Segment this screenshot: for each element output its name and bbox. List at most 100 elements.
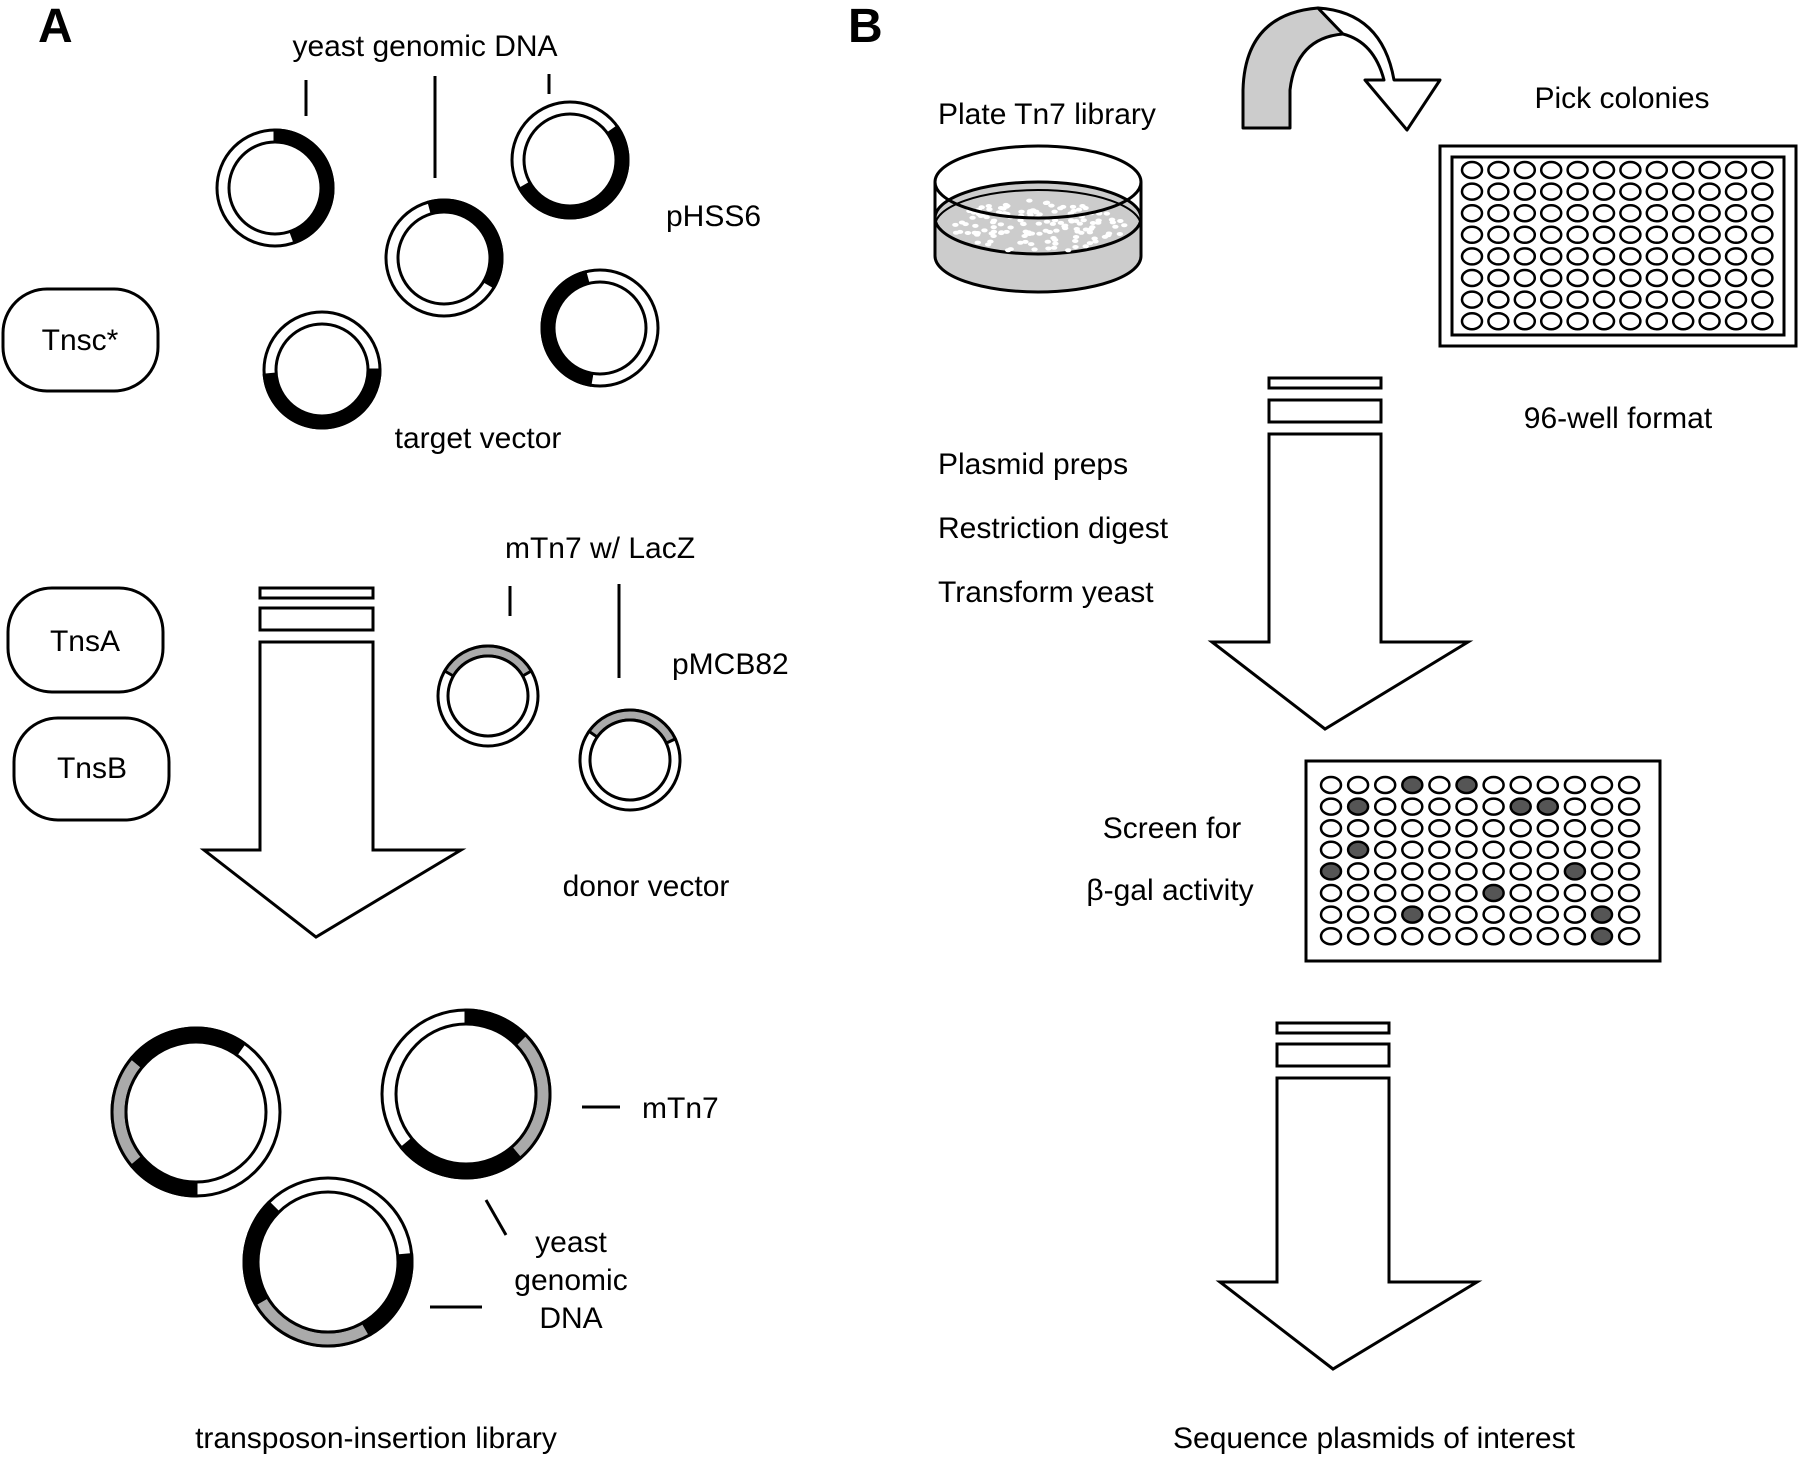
well [1455, 797, 1478, 816]
well [1590, 883, 1614, 903]
colony [990, 234, 997, 239]
positive-well [1590, 905, 1614, 924]
well [1539, 160, 1563, 180]
well [1566, 182, 1589, 201]
target-plasmid [384, 198, 504, 318]
well [1509, 775, 1532, 795]
well [1319, 905, 1343, 924]
panel-a-letter: A [38, 0, 73, 53]
well [1373, 883, 1397, 903]
target-plasmid [510, 100, 630, 220]
well [1487, 247, 1510, 266]
target-vector-plasmids [215, 100, 660, 430]
well [1482, 797, 1505, 816]
well [1592, 203, 1616, 223]
well [1487, 311, 1510, 331]
well [1482, 775, 1505, 795]
colony [997, 222, 1005, 227]
colony [1042, 228, 1050, 233]
colony [1103, 211, 1111, 216]
well [1428, 926, 1451, 946]
well [1617, 840, 1641, 860]
well [1563, 797, 1587, 816]
positive-well [1482, 883, 1505, 903]
well [1563, 840, 1587, 860]
well [1645, 311, 1669, 331]
well [1566, 160, 1589, 180]
well [1563, 775, 1587, 795]
colony [1030, 208, 1037, 213]
colony [1116, 231, 1124, 236]
well [1563, 926, 1587, 946]
well [1401, 883, 1424, 903]
step-plasmid-preps: Plasmid preps [938, 448, 1128, 481]
well [1346, 883, 1370, 903]
colony [1026, 198, 1033, 203]
well [1724, 203, 1748, 223]
colony [974, 240, 981, 245]
well [1428, 905, 1451, 924]
colony [952, 230, 960, 235]
well [1539, 225, 1563, 245]
well [1590, 862, 1614, 881]
well [1513, 290, 1537, 309]
well [1698, 225, 1721, 245]
well [1698, 160, 1721, 180]
well [1592, 160, 1616, 180]
well [1428, 775, 1451, 795]
colony [1059, 204, 1067, 209]
pick-step-label: Pick colonies [1534, 82, 1709, 115]
positive-well [1590, 926, 1614, 946]
colony [1018, 209, 1025, 214]
well [1482, 840, 1505, 860]
well [1751, 225, 1774, 245]
well [1671, 268, 1695, 288]
colony [1091, 236, 1098, 241]
target-plasmid [215, 128, 335, 248]
colony [1070, 208, 1077, 213]
well [1617, 926, 1641, 946]
well [1428, 862, 1451, 881]
colony [987, 239, 994, 244]
well [1539, 182, 1563, 201]
colony [1002, 202, 1010, 207]
yeast-label-line3: DNA [539, 1302, 602, 1335]
well [1645, 182, 1669, 201]
target-plasmid-name: pHSS6 [666, 200, 761, 233]
well [1536, 775, 1560, 795]
well [1513, 203, 1537, 223]
well [1619, 225, 1642, 245]
donor-vector-caption: donor vector [563, 870, 730, 903]
well [1513, 311, 1537, 331]
colony [981, 228, 988, 233]
positive-well [1346, 840, 1370, 860]
colony [1053, 228, 1060, 233]
well [1751, 182, 1774, 201]
well [1698, 290, 1721, 309]
colony [1080, 218, 1087, 223]
colony [1105, 231, 1113, 236]
well [1619, 182, 1642, 201]
well [1751, 247, 1774, 266]
well [1455, 862, 1478, 881]
well [1346, 862, 1370, 881]
colony [1108, 217, 1116, 222]
mtn7-label: mTn7 [642, 1092, 719, 1125]
ninety-six-well-plate [1438, 144, 1798, 348]
colony [1092, 239, 1099, 244]
colony [1072, 238, 1079, 243]
well [1487, 203, 1510, 223]
well [1509, 840, 1532, 860]
well [1319, 797, 1343, 816]
well [1645, 247, 1669, 266]
colony [1043, 200, 1051, 205]
panel-b-arrow-2 [1215, 1021, 1483, 1371]
colony [1025, 230, 1032, 235]
colony [990, 218, 998, 223]
colony [973, 232, 981, 237]
well [1592, 247, 1616, 266]
well [1455, 818, 1478, 838]
well [1509, 905, 1532, 924]
well [1482, 926, 1505, 946]
